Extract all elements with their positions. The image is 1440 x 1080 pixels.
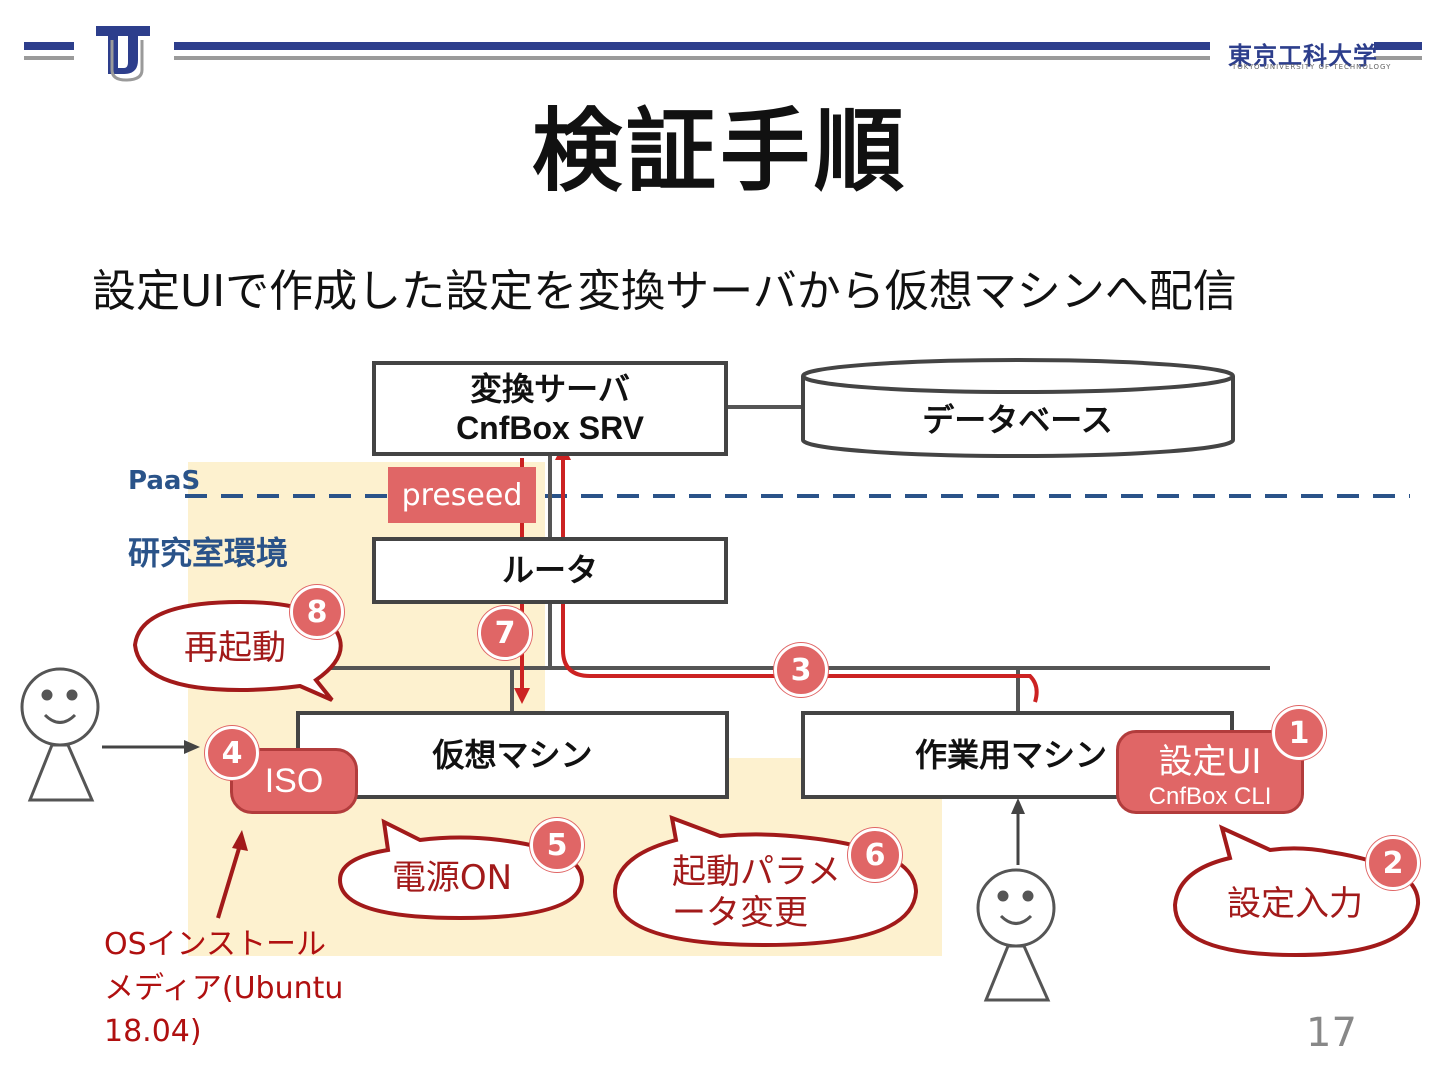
- router-box: ルータ: [372, 537, 728, 604]
- speech-bubbles: [132, 599, 1421, 958]
- university-logo-icon: [96, 26, 150, 82]
- settings-ui-cli: CnfBox CLI: [1148, 782, 1272, 810]
- arrow-down-icon: [514, 688, 530, 704]
- step-badge-8: 8: [290, 585, 344, 639]
- step-badge-4: 4: [205, 726, 259, 780]
- bubble-reboot: [132, 599, 343, 702]
- bubble-boot-param: [612, 814, 919, 948]
- os-media-arrow: [216, 844, 242, 919]
- settings-ui-label: 設定UI: [1158, 741, 1262, 782]
- step-badge-2: 2: [1366, 836, 1420, 890]
- bubble-power-on: [337, 818, 585, 921]
- header-bars: [24, 42, 1422, 60]
- work-machine-label: 作業用マシン: [915, 735, 1108, 774]
- database-label: データベース: [922, 401, 1113, 439]
- person-right-icon: [976, 868, 1056, 1002]
- step-badge-6: 6: [848, 828, 902, 882]
- university-name: 東京工科大学: [1228, 42, 1378, 70]
- router-label: ルータ: [501, 551, 598, 590]
- slide-subtitle: 設定UIで作成した設定を変換サーバから仮想マシンへ配信: [92, 266, 1237, 317]
- preseed-tag: preseed: [388, 467, 536, 523]
- step-badge-1: 1: [1272, 706, 1326, 760]
- page-number: 17: [1306, 1010, 1357, 1056]
- database-cylinder: [801, 358, 1235, 458]
- os-media-label: OSインストール メディア(Ubuntu 18.04): [104, 927, 344, 1049]
- step-badge-5: 5: [530, 818, 584, 872]
- virtual-machine-box: 仮想マシン: [296, 711, 729, 799]
- arrow-up-icon: [232, 830, 248, 851]
- conversion-server-label: 変換サーバ: [470, 370, 630, 409]
- zone-paas-label: PaaS: [128, 466, 201, 496]
- bubble-reboot-text: 再起動: [184, 628, 286, 668]
- bubble-settings-input: [1172, 824, 1421, 958]
- bubble-power-on-text: 電源ON: [391, 858, 513, 898]
- bubble-settings-input-text: 設定入力: [1227, 884, 1363, 924]
- conversion-server-name: CnfBox SRV: [456, 409, 644, 446]
- university-subtitle: TOKYO UNIVERSITY OF TECHNOLOGY: [1232, 63, 1392, 71]
- virtual-machine-label: 仮想マシン: [432, 735, 593, 774]
- black-arrows: [102, 740, 1025, 865]
- bubble-boot-param-text: 起動パラメ ータ変更: [672, 852, 841, 933]
- slide-title: 検証手順: [532, 99, 908, 204]
- step-badge-7: 7: [478, 606, 532, 660]
- step-badge-3: 3: [774, 643, 828, 697]
- zone-lab-label: 研究室環境: [128, 534, 289, 572]
- person-left-icon: [20, 667, 100, 802]
- settings-ui-tag: 設定UI CnfBox CLI: [1116, 730, 1304, 814]
- conversion-server-box: 変換サーバ CnfBox SRV: [372, 361, 728, 456]
